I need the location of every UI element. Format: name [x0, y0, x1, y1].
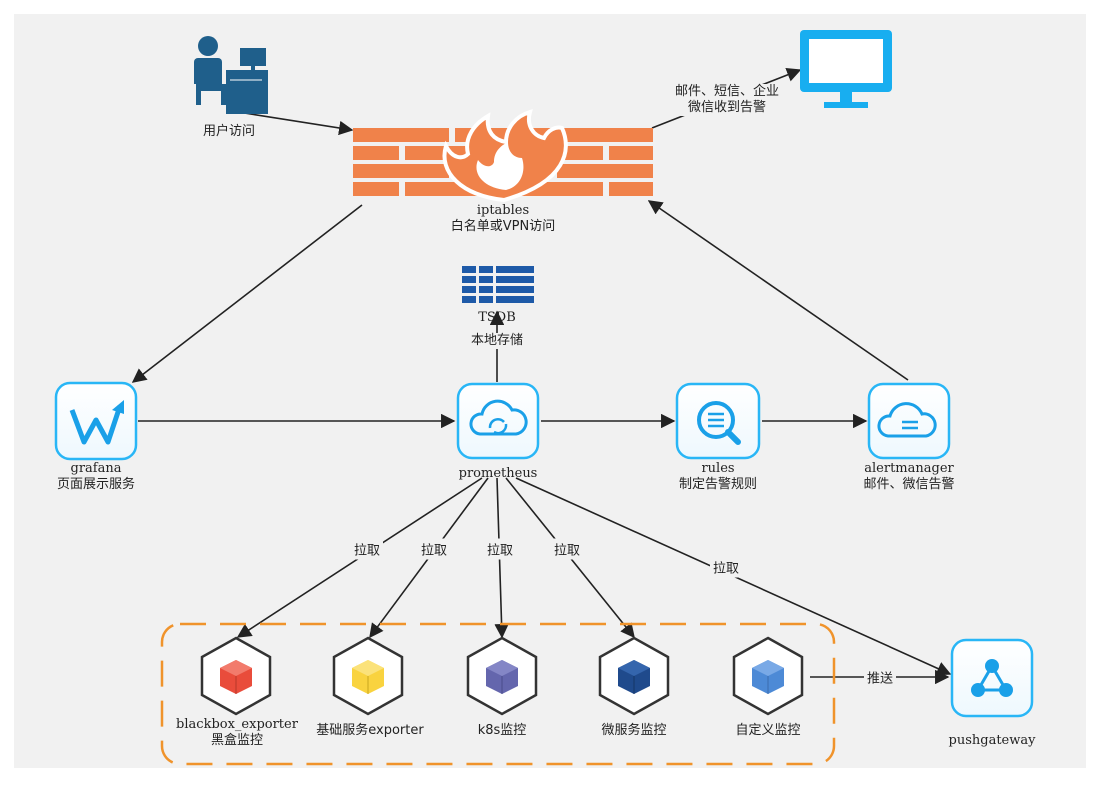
tsdb-label: TSDB	[478, 310, 516, 326]
alertmanager-label-line1: alertmanager	[864, 461, 954, 476]
edge-label-pull-micro: 拉取	[550, 538, 584, 560]
tsdb-label-line1: TSDB	[478, 310, 516, 325]
alertmanager-cloud-icon	[867, 382, 951, 460]
edge-alertmanager-to-firewall	[647, 200, 909, 381]
monitor-label: 邮件、短信、企业 微信收到告警	[671, 84, 783, 116]
tsdb-storage-label: 本地存储	[467, 333, 527, 349]
firewall-label: iptables 白名单或VPN访问	[451, 203, 555, 235]
k8s-cube-icon	[466, 636, 538, 716]
alertmanager-label: alertmanager 邮件、微信告警	[863, 461, 954, 493]
rules-label-line1: rules	[701, 461, 735, 476]
edge-firewall-to-grafana	[131, 204, 363, 383]
blackbox-label: blackbox_exporter 黑盒监控	[176, 717, 298, 749]
k8s-label: k8s监控	[477, 723, 527, 738]
pushgateway-label: pushgateway	[948, 733, 1036, 748]
prometheus-cloud-icon	[456, 382, 540, 460]
tsdb-database-icon	[462, 266, 534, 303]
firewall-icon	[353, 109, 653, 203]
alertmanager-label-line2: 邮件、微信告警	[863, 477, 955, 492]
monitor-label-line1: 邮件、短信、企业	[674, 84, 780, 99]
monitor-icon	[800, 30, 892, 108]
edge-label-pull-k8s: 拉取	[483, 538, 517, 560]
blackbox-label-line2: 黑盒监控	[210, 733, 264, 748]
edge-label-pull-base: 拉取	[417, 538, 451, 560]
edge-label-pull-blackbox: 拉取	[350, 538, 384, 560]
microservice-label: 微服务监控	[601, 723, 667, 738]
blackbox-label-line1: blackbox_exporter	[176, 717, 298, 732]
user-label: 用户访问	[202, 124, 256, 139]
grafana-icon	[54, 381, 138, 461]
microservice-cube-icon	[598, 636, 670, 716]
rules-label: rules 制定告警规则	[679, 461, 757, 493]
firewall-label-line1: iptables	[476, 203, 530, 218]
base-exporter-label: 基础服务exporter	[316, 723, 424, 738]
edge-label-pull-pushgateway: 拉取	[709, 556, 743, 578]
pushgateway-share-icon	[950, 638, 1034, 718]
grafana-label: grafana 页面展示服务	[57, 461, 135, 493]
rules-search-icon	[675, 382, 761, 460]
custom-label: 自定义监控	[735, 723, 801, 738]
custom-cube-icon	[732, 636, 804, 716]
edge-user-to-firewall	[237, 111, 354, 136]
prometheus-label: prometheus	[458, 466, 538, 481]
blackbox-cube-icon	[200, 636, 272, 716]
base-exporter-cube-icon	[332, 636, 404, 716]
monitor-label-line2: 微信收到告警	[687, 100, 767, 115]
edge-label-push: 推送	[863, 666, 897, 688]
firewall-label-line2: 白名单或VPN访问	[450, 219, 556, 234]
rules-label-line2: 制定告警规则	[678, 477, 758, 492]
user-desk-icon	[194, 36, 268, 114]
grafana-label-line1: grafana	[70, 461, 122, 476]
grafana-label-line2: 页面展示服务	[56, 477, 136, 492]
